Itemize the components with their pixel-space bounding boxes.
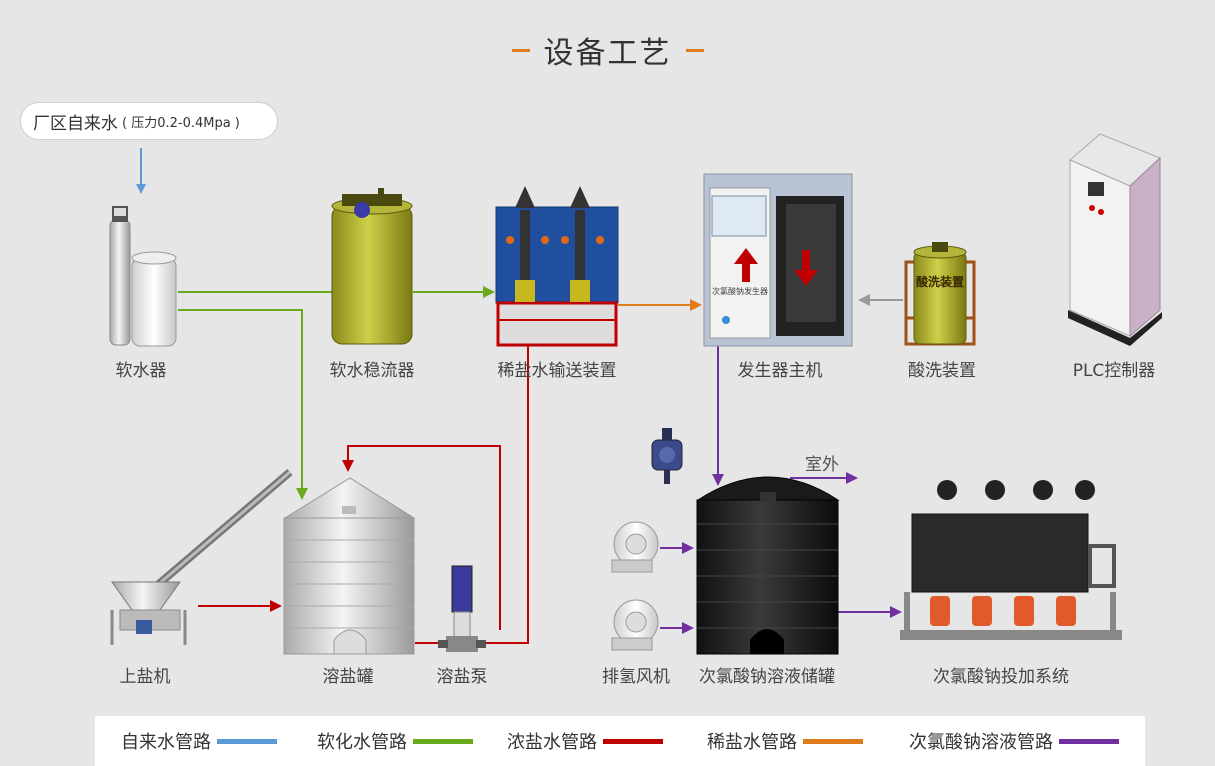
soft-pipe-to-salt-tank: [178, 309, 308, 500]
legend-item-softwater: 软化水管路: [317, 728, 473, 754]
generator-panel-text: 次氯酸钠发生器: [712, 286, 768, 296]
legend-item-brine: 浓盐水管路: [507, 728, 663, 754]
page-title: 设备工艺: [0, 28, 1215, 72]
title-dash-left: [511, 48, 530, 52]
salt-tank: [283, 477, 416, 655]
legend-swatch: [603, 738, 663, 744]
legend-label: 稀盐水管路: [707, 732, 797, 753]
salt-loader: [110, 468, 293, 645]
storage-tank-label: 次氯酸钠溶液储罐: [699, 667, 835, 687]
legend-label: 自来水管路: [121, 732, 211, 753]
water-source-pill: 厂区自来水 ( 压力0.2-0.4Mpa ): [20, 102, 278, 140]
stabilizer-tank: [331, 188, 413, 345]
brine-delivery-unit: [495, 186, 619, 347]
legend-item-dilute-brine: 稀盐水管路: [707, 728, 863, 754]
pipeline-legend: 自来水管路 软化水管路 浓盐水管路 稀盐水管路 次氯酸钠溶液管路: [95, 716, 1145, 766]
outdoor-label: 室外: [805, 455, 839, 475]
acid-wash-unit: 酸洗装置: [904, 242, 976, 346]
legend-item-tapwater: 自来水管路: [121, 728, 277, 754]
water-source-note: ( 压力0.2-0.4Mpa ): [122, 115, 240, 131]
legend-swatch: [413, 738, 473, 744]
dosing-system: [900, 480, 1122, 640]
fan-lower: [611, 599, 659, 651]
salt-pump: [438, 565, 486, 652]
gas-detector: [651, 428, 683, 484]
legend-swatch: [1059, 738, 1119, 744]
brine-pipe-return: [342, 445, 501, 630]
legend-swatch: [217, 738, 277, 744]
acid-wash-label: 酸洗装置: [908, 361, 976, 381]
dosing-system-label: 次氯酸钠投加系统: [933, 667, 1069, 687]
process-diagram: 次氯酸钠发生器 酸洗装置: [109, 133, 1162, 655]
salt-tank-label: 溶盐罐: [322, 667, 374, 687]
salt-loader-label: 上盐机: [119, 667, 171, 687]
stabilizer-label: 软水稳流器: [329, 361, 415, 381]
title-text: 设备工艺: [543, 36, 672, 71]
legend-swatch: [803, 738, 863, 744]
fan-upper: [611, 521, 659, 573]
salt-pump-label: 溶盐泵: [436, 667, 488, 687]
plc-label: PLC控制器: [1072, 361, 1156, 381]
softener-label: 软水器: [115, 361, 167, 381]
legend-item-hypochlorite: 次氯酸钠溶液管路: [909, 728, 1119, 754]
softener-unit: [109, 206, 177, 347]
plc-cabinet: [1068, 133, 1162, 346]
brine-delivery-label: 稀盐水输送装置: [497, 361, 617, 381]
naclo-storage-tank: [696, 476, 840, 655]
legend-label: 软化水管路: [317, 732, 407, 753]
title-dash-right: [685, 48, 704, 52]
generator-label: 发生器主机: [737, 361, 823, 381]
generator-host: 次氯酸钠发生器: [703, 173, 853, 347]
water-source-label: 厂区自来水: [33, 113, 118, 134]
acid-tank-text: 酸洗装置: [916, 274, 964, 289]
fan-label: 排氢风机: [602, 667, 670, 687]
legend-label: 浓盐水管路: [507, 732, 597, 753]
legend-label: 次氯酸钠溶液管路: [909, 732, 1053, 753]
